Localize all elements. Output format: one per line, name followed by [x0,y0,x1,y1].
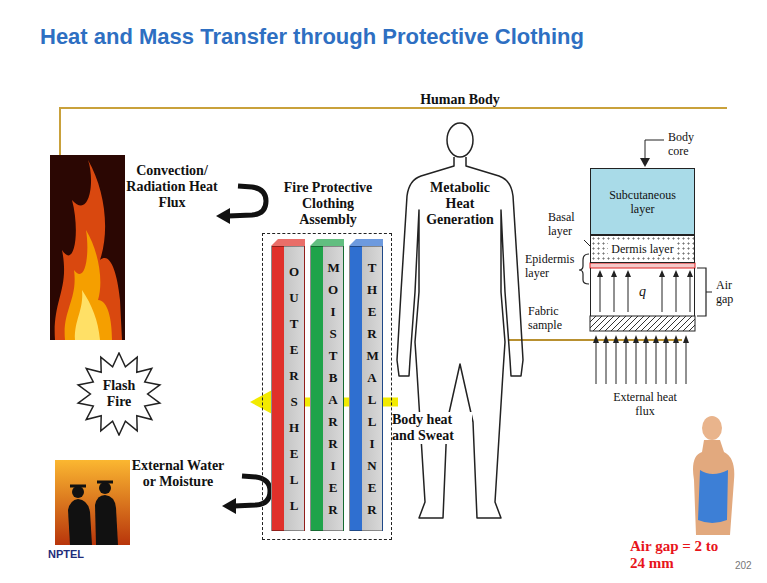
moisture-label: External Water or Moisture [128,458,228,490]
node-text: q [636,284,649,300]
layer-cap [349,239,383,246]
external-flux-arrows [593,335,689,343]
human-outline [447,123,473,157]
firefighter-photo [68,499,92,545]
air-gap-flux [597,270,693,277]
firefighter-photo [99,482,111,494]
gold-rule [60,108,727,155]
node-text: Flash Fire [93,378,145,410]
layer-node: OUTER SHELL [271,246,305,531]
node-text: Subcutaneous layer [603,188,683,216]
fire-photo [50,155,125,340]
heat-flux-arrow [228,186,266,216]
fire-photo [55,160,122,340]
node-text: Human Body [395,92,525,108]
layer-cap [271,239,305,246]
slide-title: Heat and Mass Transfer through Protectiv… [40,24,584,50]
leader-lines [579,140,712,316]
node-body-text: Metabolic Heat Generation [419,180,501,228]
slide-number: 202 [735,560,759,572]
leader-lines [640,158,650,167]
assembly-node: Fire Protective Clothing AssemblyOUTER S… [262,233,392,540]
layer-cap [310,239,344,246]
human-outline [397,157,523,518]
layer-cap [349,239,383,246]
logo-text: NPTEL [48,548,98,561]
gap-node: q [590,268,695,316]
note-text: Air gap = 2 to 24 mm [630,538,730,572]
heat-flux-label: Convection/ Radiation Heat Flux [122,163,222,211]
moisture-arrow [234,476,270,506]
layer-node: THERMAL LINER [349,246,383,531]
node-text: Fire Protective Clothing Assembly [278,180,378,228]
leader-lines [697,268,712,316]
fire-photo [50,155,125,340]
air-gap-flux [597,270,693,312]
firefighter-photo [95,495,118,545]
leader-lines [579,254,589,284]
callout-label: Air gap [716,278,746,306]
heat-flux-arrow [216,208,230,224]
external-flux-arrows [596,342,686,384]
burst-node: Flash Fire [76,352,162,436]
firefighter-photo [55,460,130,545]
callout-label: Body core [668,130,708,158]
callout-label: Fabric sample [528,304,586,332]
node-text: THERMAL LINER [366,257,377,521]
fire-photo [75,290,100,340]
manikin-figure [693,416,734,535]
firefighter-photo [55,460,130,545]
moisture-arrow [222,498,236,514]
sub-node: Subcutaneous layer [590,168,695,235]
heat-flux-arrow [216,186,266,224]
firefighter-photo [72,486,84,498]
layer-cap [271,239,305,246]
layer-cap [310,239,344,246]
external-flux-arrows [593,335,689,384]
fire-photo [65,230,112,340]
starburst-outline [78,353,160,435]
air-gap-flux [600,276,690,312]
leader-lines [645,140,664,160]
layer-node: MOIST BARRIER [310,246,344,531]
dermis-node: Dermis layer [590,235,695,263]
callout-label: External heat flux [607,390,683,418]
node-text: Dermis layer [608,242,676,256]
manikin-figure [693,440,734,535]
firefighter-photo [70,482,113,486]
fabric-sample [590,316,695,331]
callout-label: Epidermis layer [525,252,577,280]
sweat-label: Body heat and Sweat [392,412,472,444]
node-text: MOIST BARRIER [327,257,338,521]
node-text: OUTER SHELL [288,259,299,519]
manikin-figure [702,416,722,440]
body-node: Human BodyMetabolic Heat Generation [395,92,525,524]
manikin-figure [698,470,728,523]
human-outline [395,92,525,524]
callout-label: Basal layer [548,210,588,238]
